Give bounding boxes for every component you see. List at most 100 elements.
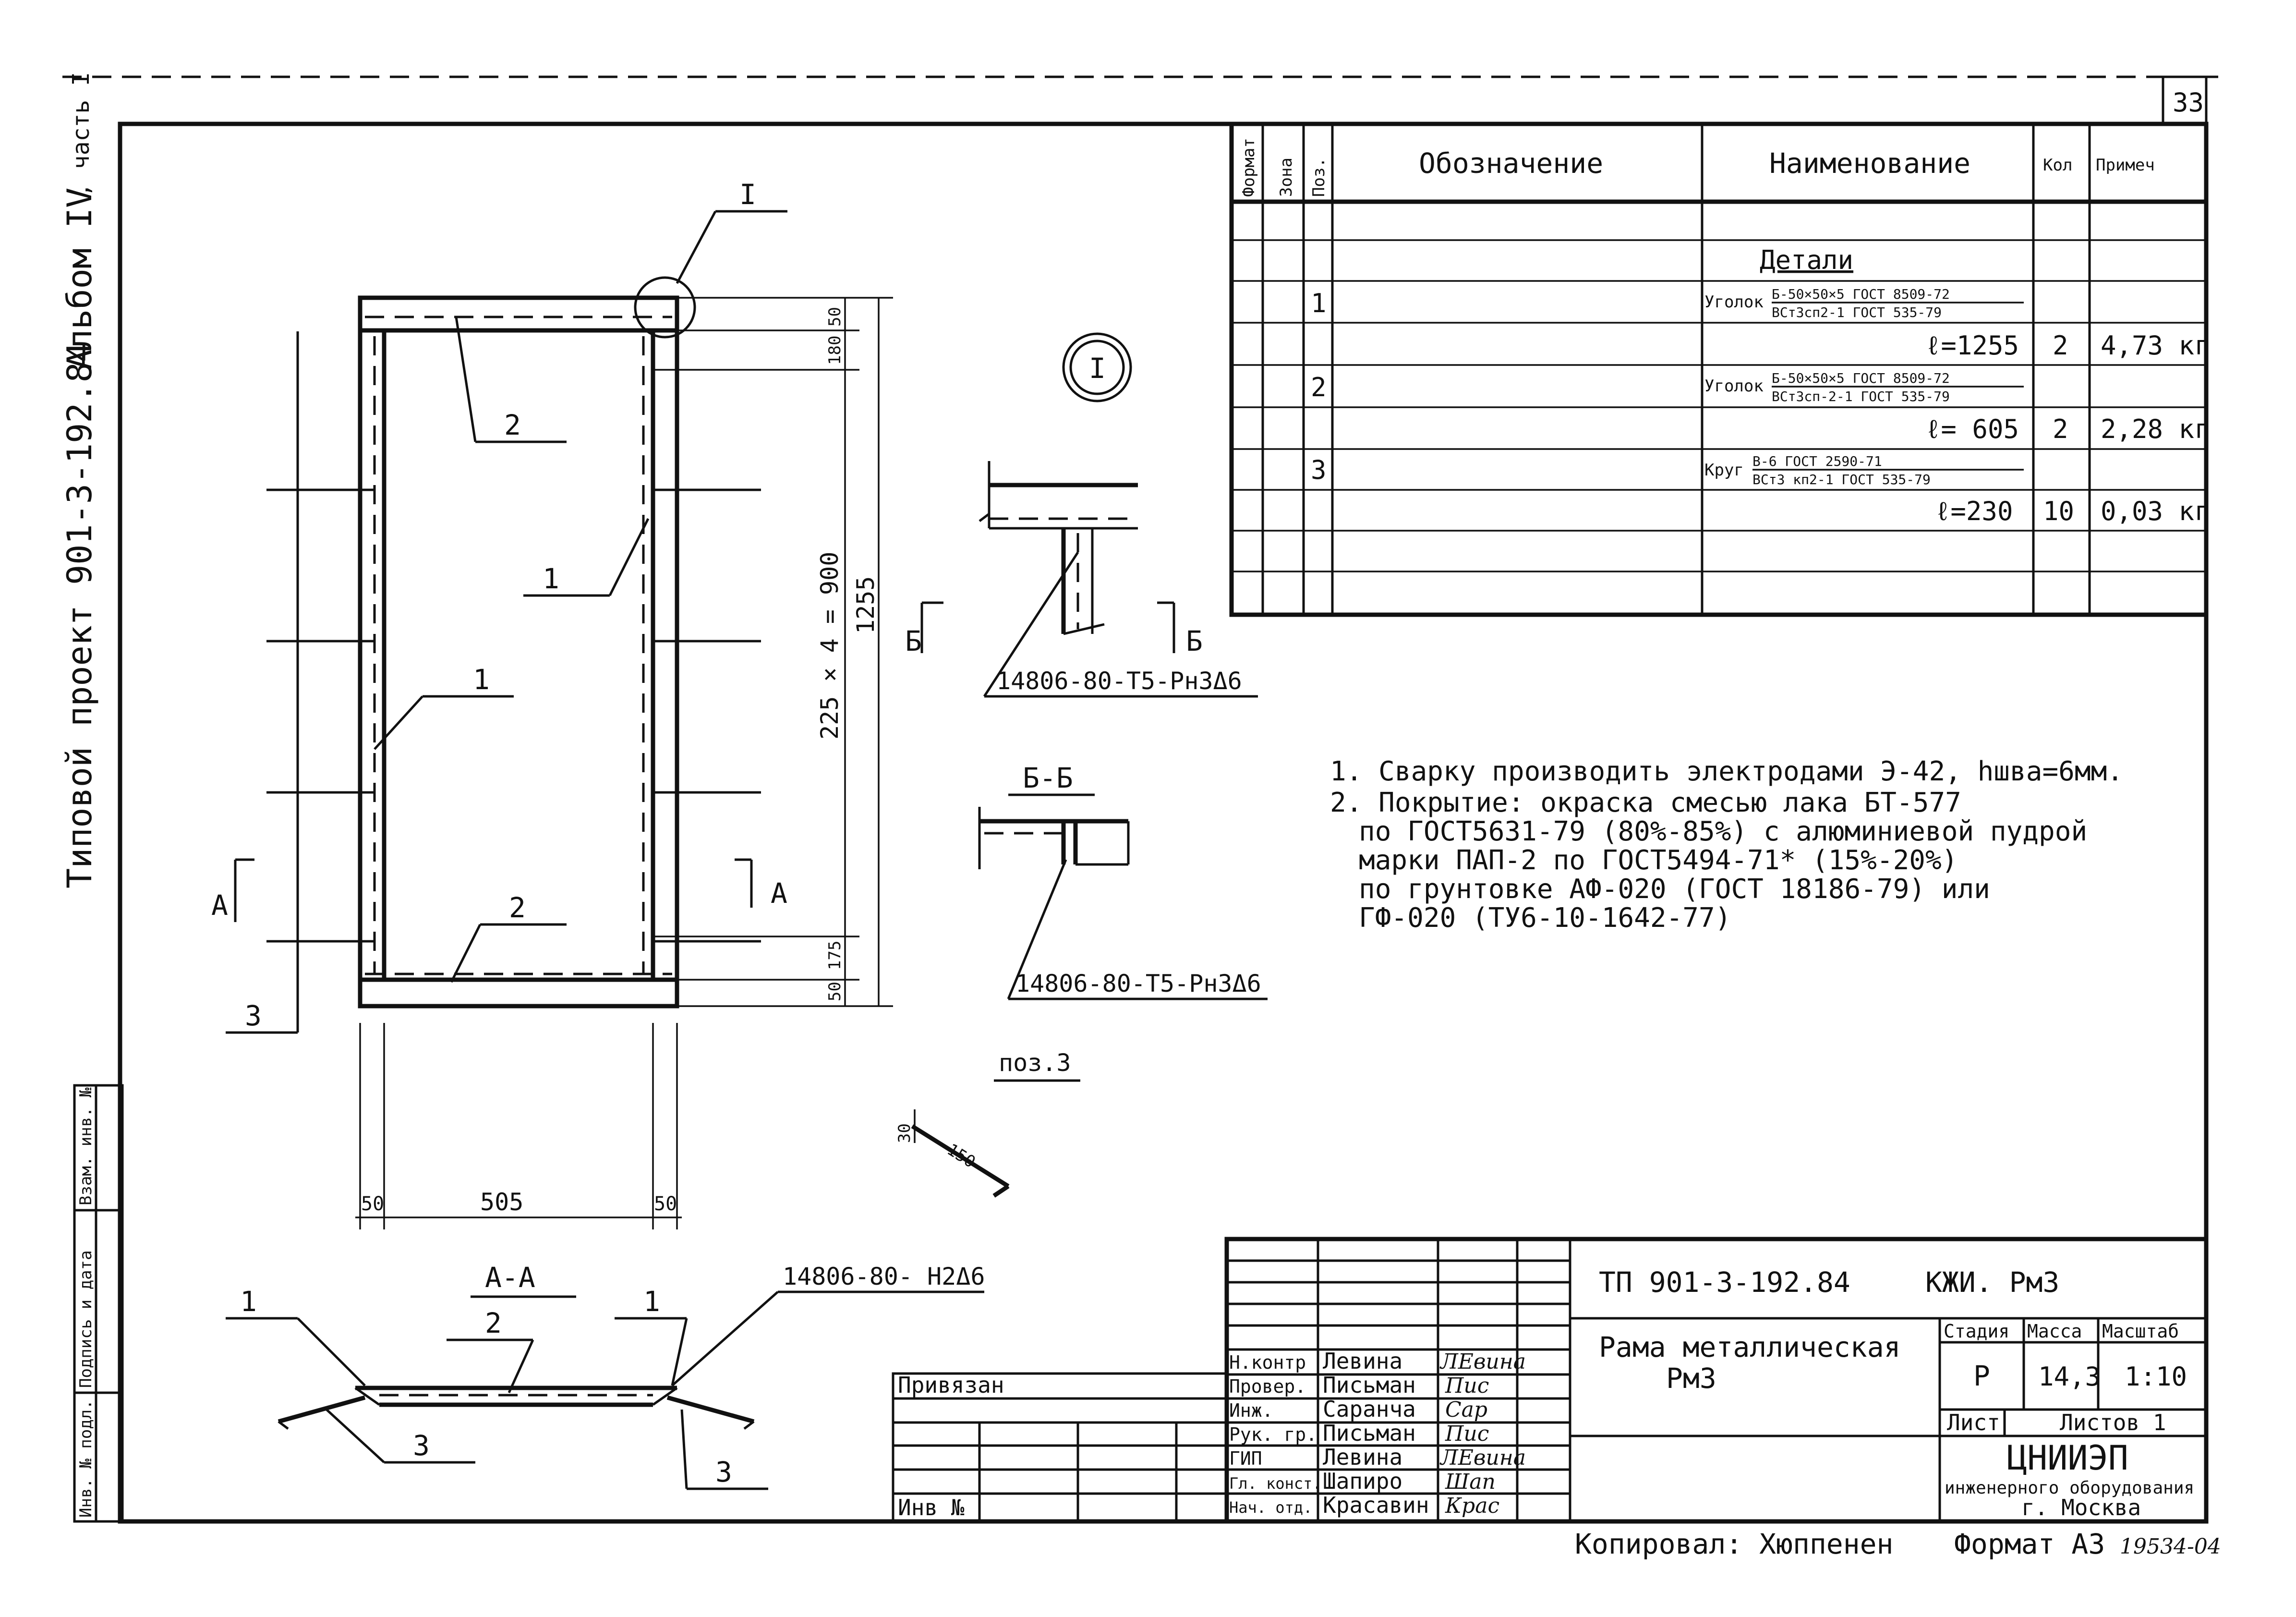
row1-name-bottom: ВСт3сп2-1 ГОСТ 535-79 bbox=[1772, 304, 1942, 320]
scale-value: 1:10 bbox=[2125, 1362, 2187, 1392]
sign-3: Сар bbox=[1445, 1398, 1487, 1422]
row2-pos: 2 bbox=[1311, 372, 1327, 402]
stage-value: Р bbox=[1973, 1360, 1990, 1392]
row3-qty: 10 bbox=[2043, 496, 2074, 526]
leader-label-p3: 3 bbox=[245, 999, 262, 1032]
stamp-label-inv: Инв. № подл. bbox=[76, 1399, 96, 1518]
dim-width-mid: 505 bbox=[480, 1188, 523, 1216]
row3-name-top: В-6 ГОСТ 2590-71 bbox=[1752, 453, 1882, 469]
inv-no-label: Инв № bbox=[898, 1495, 965, 1520]
detail-marker-circle bbox=[634, 276, 696, 339]
dim-top-gap: 180 bbox=[825, 336, 845, 365]
org-city: г. Москва bbox=[2021, 1495, 2141, 1520]
dim-top-flange: 50 bbox=[825, 307, 845, 327]
sign-2: Пис bbox=[1445, 1374, 1489, 1398]
dim-middle: 225 × 4 = 900 bbox=[816, 552, 844, 740]
section-title-details: Детали bbox=[1760, 245, 1853, 275]
name-2: Письман bbox=[1323, 1372, 1416, 1398]
dim-width-left: 50 bbox=[361, 1193, 384, 1215]
title-line-2: Рм3 bbox=[1666, 1362, 1716, 1395]
section-bb-title: Б-Б bbox=[1023, 762, 1073, 794]
dim-bottom-flange: 50 bbox=[825, 982, 845, 1001]
header-pos: Поз. bbox=[1309, 158, 1329, 197]
sheet-number: 33 bbox=[2173, 87, 2204, 118]
general-notes: 1. Сварку производить электродами Э-42, … bbox=[1330, 756, 2123, 934]
row2-name-top: Б-50×50×5 ГОСТ 8509-72 bbox=[1772, 370, 1950, 386]
sheets-label: Листов 1 bbox=[2060, 1410, 2166, 1435]
row3-name-bottom: ВСт3 кп2-1 ГОСТ 535-79 bbox=[1752, 472, 1931, 487]
row1-length: ℓ=1255 bbox=[1925, 330, 2019, 361]
note-line-5: по грунтовке АФ-020 (ГОСТ 18186-79) или bbox=[1359, 874, 1990, 905]
name-3: Саранча bbox=[1323, 1396, 1416, 1422]
side-caption-part: , часть I bbox=[68, 72, 95, 197]
scale-header: Масштаб bbox=[2102, 1321, 2179, 1342]
row3-prefix: Круг bbox=[1704, 461, 1744, 480]
sign-1: ЛЕвина bbox=[1439, 1350, 1526, 1374]
dim-width-right: 50 bbox=[654, 1193, 677, 1215]
row2-qty: 2 bbox=[2053, 414, 2068, 444]
row2-note: 2,28 кг bbox=[2101, 414, 2210, 444]
row2-length: ℓ= 605 bbox=[1925, 414, 2019, 444]
row3-length: ℓ=230 bbox=[1935, 496, 2013, 526]
side-caption: Типовой проект 901-3-192.84 Альбом IV , … bbox=[60, 72, 99, 888]
sign-6: Шап bbox=[1445, 1470, 1496, 1494]
stage-header: Стадия bbox=[1944, 1321, 2009, 1342]
section-bb-view bbox=[978, 807, 1130, 869]
section-aa-title: А-А bbox=[485, 1261, 535, 1294]
section-b-left: Б bbox=[905, 625, 922, 657]
dim-overall: 1255 bbox=[852, 576, 880, 634]
role-6: Гл. конст. bbox=[1229, 1474, 1322, 1493]
poz3-title: поз.3 bbox=[999, 1049, 1071, 1077]
role-2: Провер. bbox=[1229, 1376, 1306, 1397]
aa-label-left3: 3 bbox=[413, 1429, 430, 1462]
dim-bottom-gap: 175 bbox=[825, 941, 845, 970]
section-a-right: А bbox=[771, 877, 787, 910]
row1-note: 4,73 кг bbox=[2101, 330, 2210, 361]
mass-value: 14,3 bbox=[2038, 1362, 2101, 1392]
sign-4: Пис bbox=[1445, 1422, 1489, 1446]
role-5: ГИП bbox=[1229, 1448, 1262, 1469]
note-line-6: ГФ-020 (ТУ6-10-1642-77) bbox=[1359, 902, 1731, 934]
aa-label-left1: 1 bbox=[240, 1285, 257, 1318]
row1-pos: 1 bbox=[1311, 288, 1327, 318]
aa-label-right1: 1 bbox=[643, 1285, 660, 1318]
note-line-2: 2. Покрытие: окраска смесью лака БТ-577 bbox=[1330, 787, 1961, 818]
header-format: Формат bbox=[1239, 138, 1258, 197]
name-7: Красавин bbox=[1323, 1492, 1429, 1518]
weld-note-aa: 14806-80- Н2Δ6 bbox=[783, 1263, 985, 1290]
detail-marker-label: I bbox=[739, 178, 756, 211]
weld-note-upper: 14806-80-Т5-Рн3Δ6 bbox=[996, 667, 1242, 695]
note-line-3: по ГОСТ5631-79 (80%-85%) с алюминиевой п… bbox=[1359, 816, 2087, 847]
role-1: Н.контр bbox=[1229, 1352, 1306, 1373]
stamp-label-sign: Подпись и дата bbox=[76, 1250, 96, 1388]
title-block-grid bbox=[892, 1237, 2209, 1524]
note-line-4: марки ПАП-2 по ГОСТ5494-71* (15%-20%) bbox=[1359, 845, 1958, 876]
leader-label-p2-top: 2 bbox=[504, 409, 521, 441]
archive-number: 19534-04 bbox=[2120, 1534, 2221, 1559]
doc-code: ТП 901-3-192.84 bbox=[1599, 1266, 1850, 1299]
header-note: Примеч bbox=[2096, 156, 2155, 175]
header-name: Наименование bbox=[1769, 147, 1970, 180]
row2-name-bottom: ВСт3сп-2-1 ГОСТ 535-79 bbox=[1772, 389, 1950, 404]
row1-prefix: Уголок bbox=[1704, 292, 1764, 312]
row2-prefix: Уголок bbox=[1704, 377, 1764, 396]
sign-7: Крас bbox=[1445, 1494, 1499, 1518]
privyazan-label: Привязан bbox=[898, 1372, 1004, 1398]
detail-i-view bbox=[979, 461, 1138, 635]
leader-label-p2-bottom: 2 bbox=[509, 891, 526, 924]
row3-note: 0,03 кг bbox=[2101, 496, 2210, 526]
header-designation: Обозначение bbox=[1419, 147, 1603, 180]
name-4: Письман bbox=[1323, 1420, 1416, 1446]
row3-pos: 3 bbox=[1311, 455, 1327, 485]
note-line-1: 1. Сварку производить электродами Э-42, … bbox=[1330, 756, 2123, 787]
role-7: Нач. отд. bbox=[1229, 1498, 1312, 1517]
aa-label-mid2: 2 bbox=[485, 1307, 502, 1339]
org-name: ЦНИИЭП bbox=[2007, 1438, 2128, 1478]
aa-label-right3: 3 bbox=[715, 1456, 732, 1488]
spec-table bbox=[1229, 122, 2209, 617]
stamp-label-replace: Взам. инв. № bbox=[76, 1087, 96, 1205]
format-label: Формат А3 bbox=[1954, 1528, 2105, 1560]
copied-by: Копировал: Хюппенен bbox=[1575, 1528, 1893, 1560]
title-line-1: Рама металлическая bbox=[1599, 1331, 1901, 1363]
